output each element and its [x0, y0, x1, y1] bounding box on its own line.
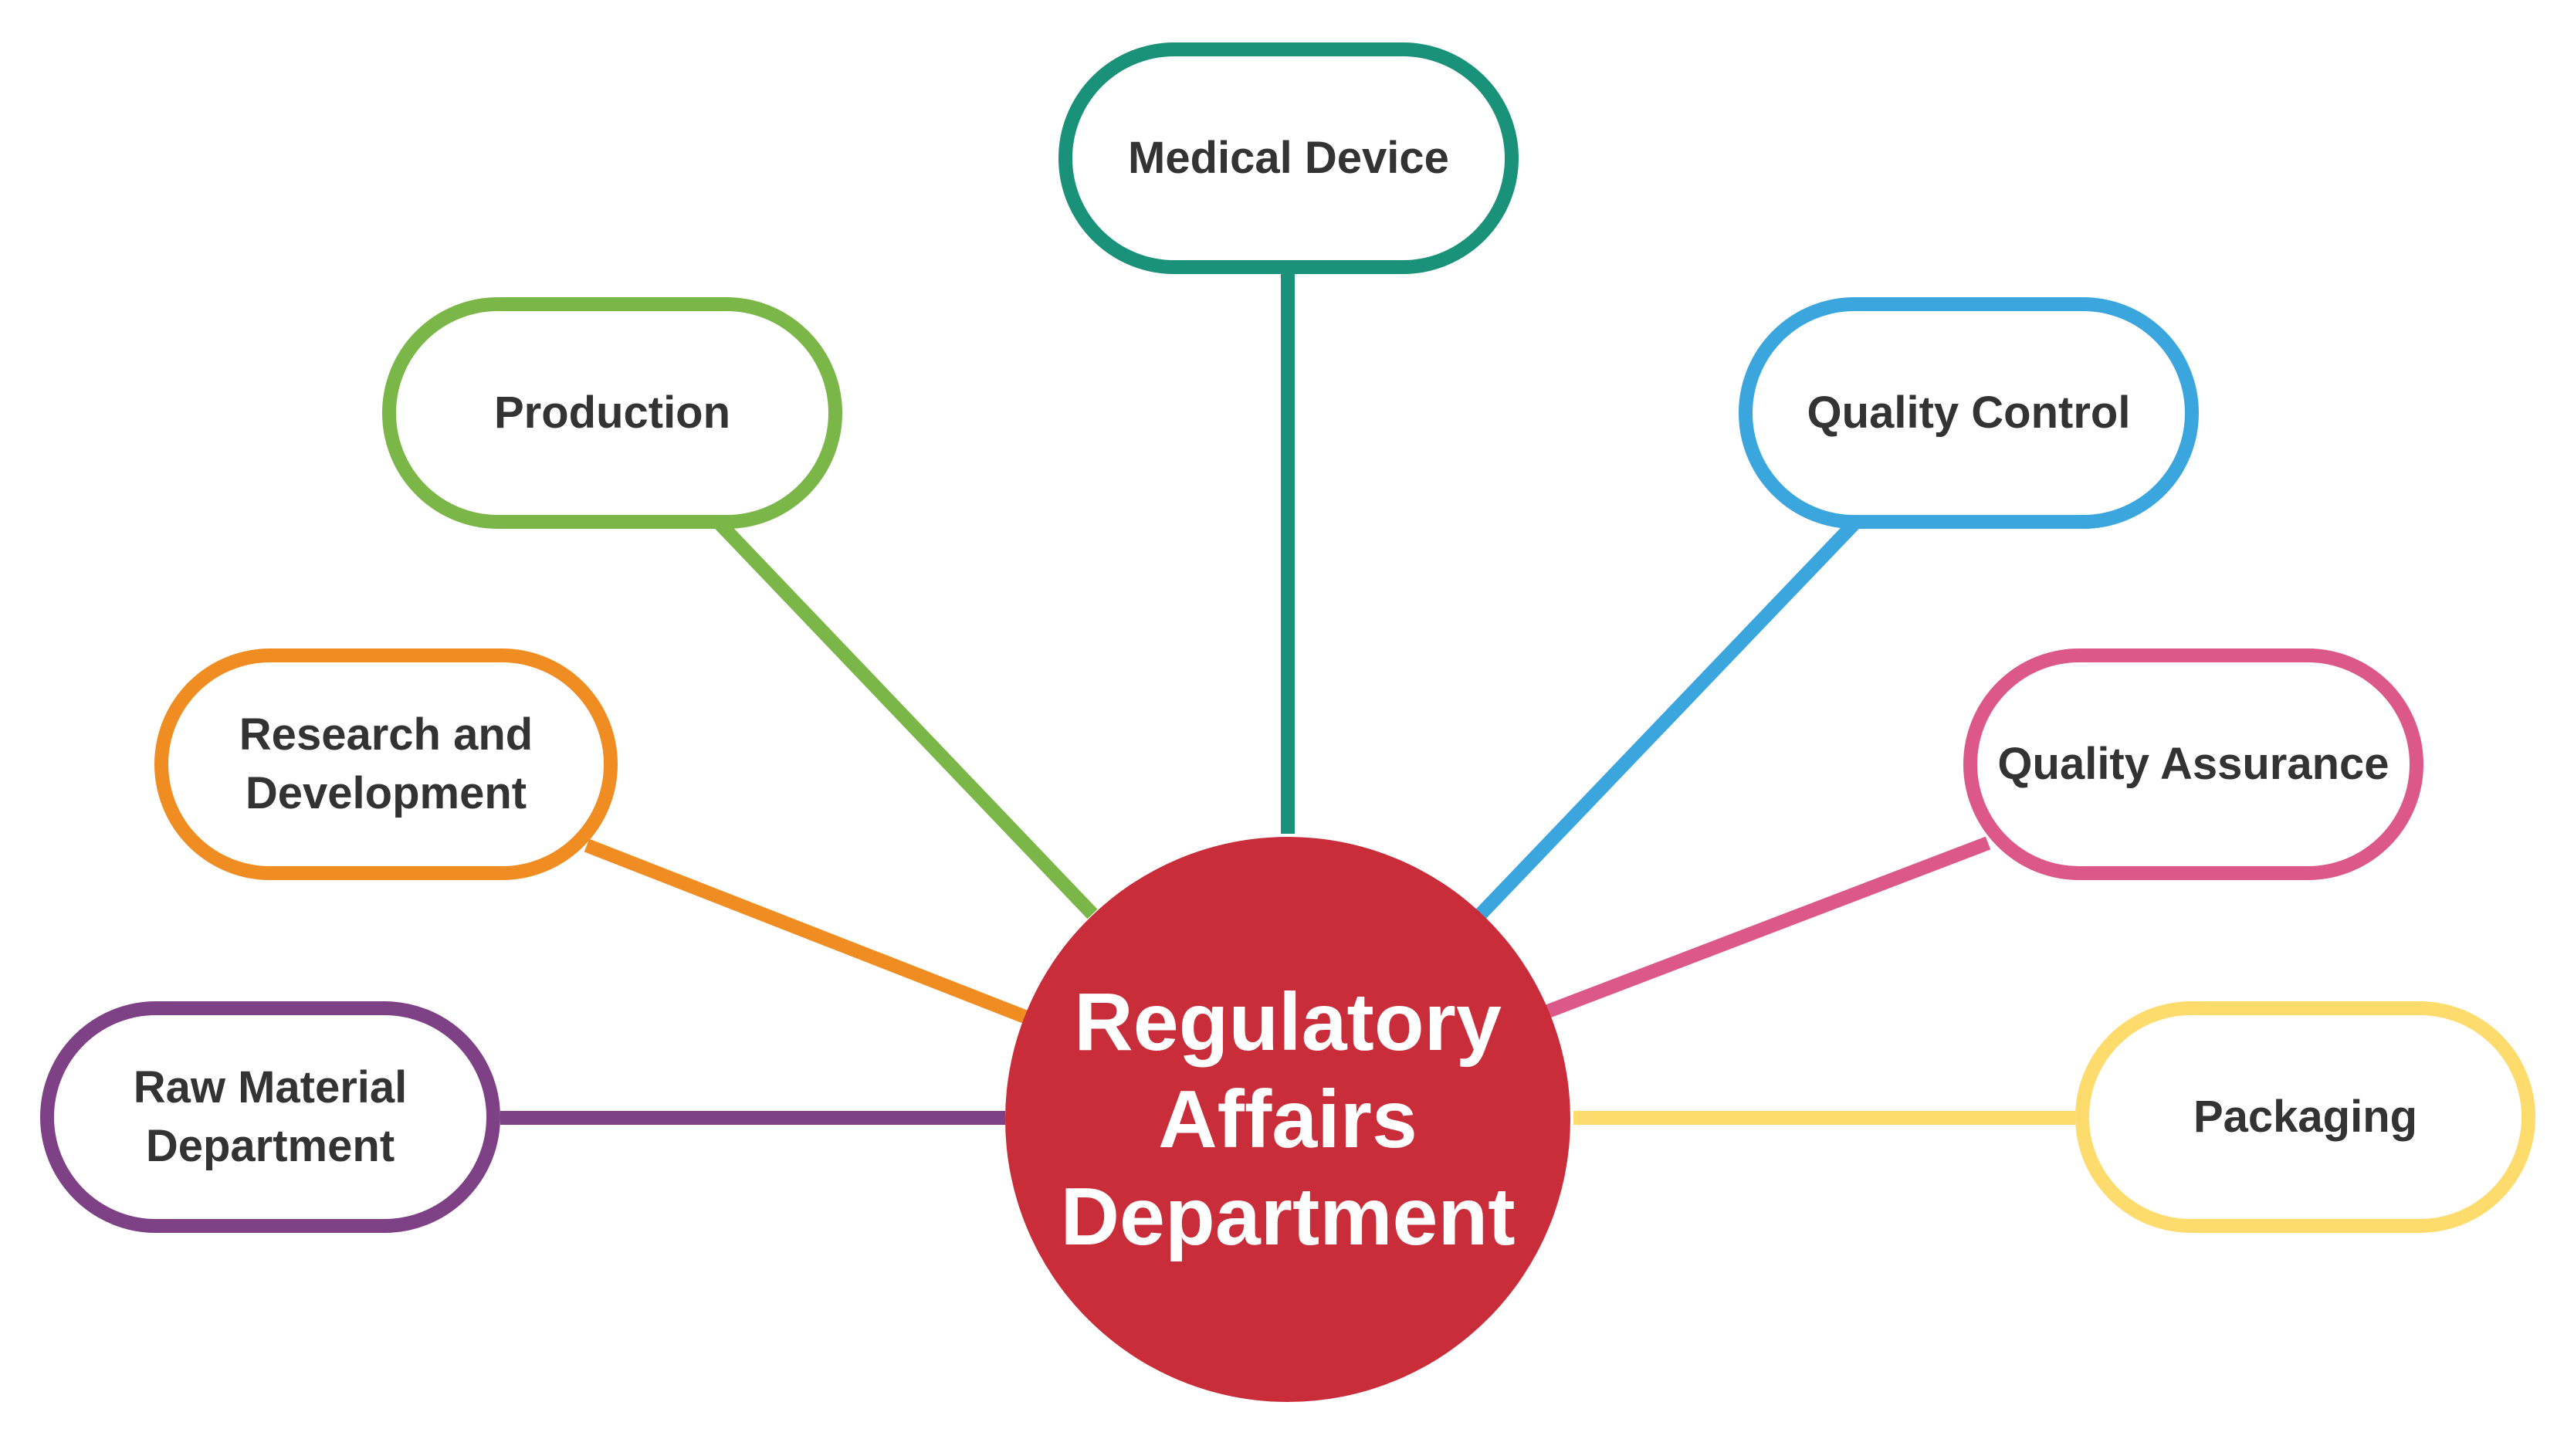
hub-label: Regulatory Affairs Department: [1060, 977, 1516, 1262]
node-label: Medical Device: [1128, 133, 1449, 183]
node-label: Raw Material Department: [133, 1062, 408, 1171]
node-label: Quality Assurance: [1997, 739, 2389, 789]
connector-research: [584, 838, 1030, 1024]
node-research-and-development: Research and Development: [154, 648, 618, 880]
node-label: Research and Development: [239, 709, 533, 818]
node-raw-material-department: Raw Material Department: [40, 1001, 500, 1233]
node-quality-control: Quality Control: [1739, 297, 2199, 529]
hub-regulatory-affairs: Regulatory Affairs Department: [1005, 837, 1570, 1402]
node-label: Packaging: [2193, 1092, 2418, 1142]
connector-quality-control: [1475, 518, 1860, 919]
connector-quality-assurance: [1545, 836, 1991, 1018]
node-label: Production: [493, 388, 731, 438]
node-packaging: Packaging: [2075, 1001, 2535, 1233]
node-quality-assurance: Quality Assurance: [1963, 648, 2423, 880]
node-label: Quality Control: [1807, 388, 2131, 438]
node-medical-device: Medical Device: [1058, 42, 1519, 274]
node-production: Production: [382, 297, 842, 529]
connector-production: [714, 518, 1098, 919]
